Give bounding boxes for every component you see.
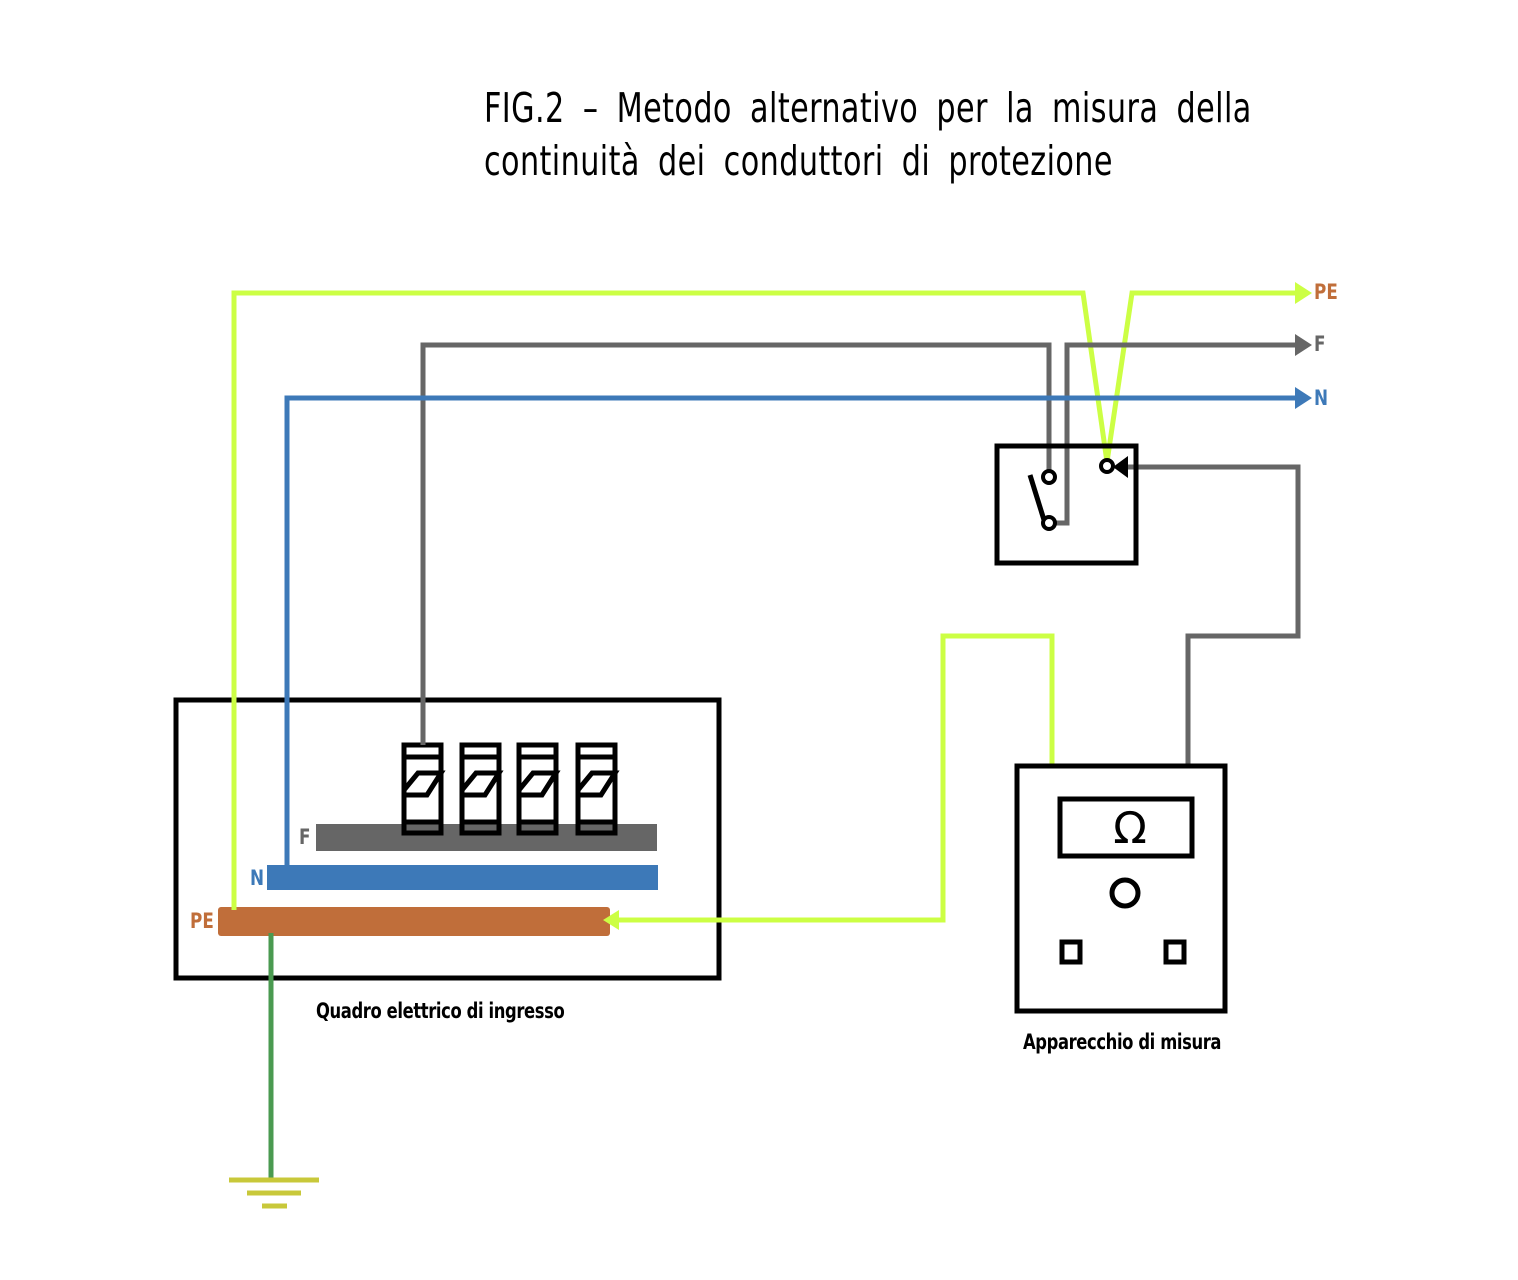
- label-f-out: F: [1314, 332, 1326, 356]
- breaker-icon: [401, 742, 446, 836]
- breaker-icon: [575, 742, 620, 836]
- neutral-wire: [284, 395, 1300, 866]
- title-line-1: FIG.2 – Metodo alternativo per la misura…: [484, 84, 1252, 132]
- ohm-symbol: Ω: [1113, 803, 1147, 854]
- arrow-icon: [603, 910, 619, 930]
- neutral-bar: [267, 865, 658, 890]
- socket-terminal: [1041, 515, 1057, 531]
- arrow-icon: [1295, 387, 1312, 409]
- ground-icon: [229, 1177, 319, 1209]
- breaker-icon: [459, 742, 504, 836]
- meter-terminal: [1059, 939, 1083, 965]
- socket-terminal: [1041, 469, 1057, 485]
- pe-wire: [231, 290, 1110, 910]
- arrow-icon: [1295, 334, 1312, 356]
- arrow-icon: [1113, 456, 1128, 478]
- panel-box: [173, 697, 722, 981]
- meter-knob: [1109, 877, 1141, 909]
- meter-display: [1057, 796, 1195, 859]
- panel-caption: Quadro elettrico di ingresso: [316, 999, 565, 1023]
- phase-wire: [420, 342, 1052, 745]
- label-bar-n: N: [250, 866, 265, 890]
- pe-terminal: [1099, 458, 1115, 474]
- phase-bar: [316, 824, 657, 851]
- pe-wire-out: [1104, 290, 1300, 463]
- label-bar-pe: PE: [190, 909, 214, 933]
- socket-box: [994, 443, 1139, 566]
- meter-box: [1014, 763, 1228, 1014]
- phase-wire-out: [1052, 342, 1300, 526]
- switch-blade: [1027, 474, 1047, 521]
- label-n-out: N: [1314, 386, 1329, 410]
- figure-title: FIG.2 – Metodo alternativo per la misura…: [484, 82, 1252, 188]
- test-lead-pe: [615, 633, 1055, 923]
- label-bar-f: F: [299, 825, 311, 849]
- label-pe-out: PE: [1314, 280, 1338, 304]
- breaker-icon: [516, 742, 561, 836]
- title-line-2: continuità dei conduttori di protezione: [484, 137, 1113, 185]
- arrow-icon: [1295, 282, 1312, 304]
- meter-caption: Apparecchio di misura: [1023, 1030, 1222, 1054]
- test-lead-socket: [1125, 464, 1301, 768]
- breakers: [401, 742, 620, 836]
- pe-bar: [218, 907, 610, 936]
- meter-terminal: [1163, 939, 1187, 965]
